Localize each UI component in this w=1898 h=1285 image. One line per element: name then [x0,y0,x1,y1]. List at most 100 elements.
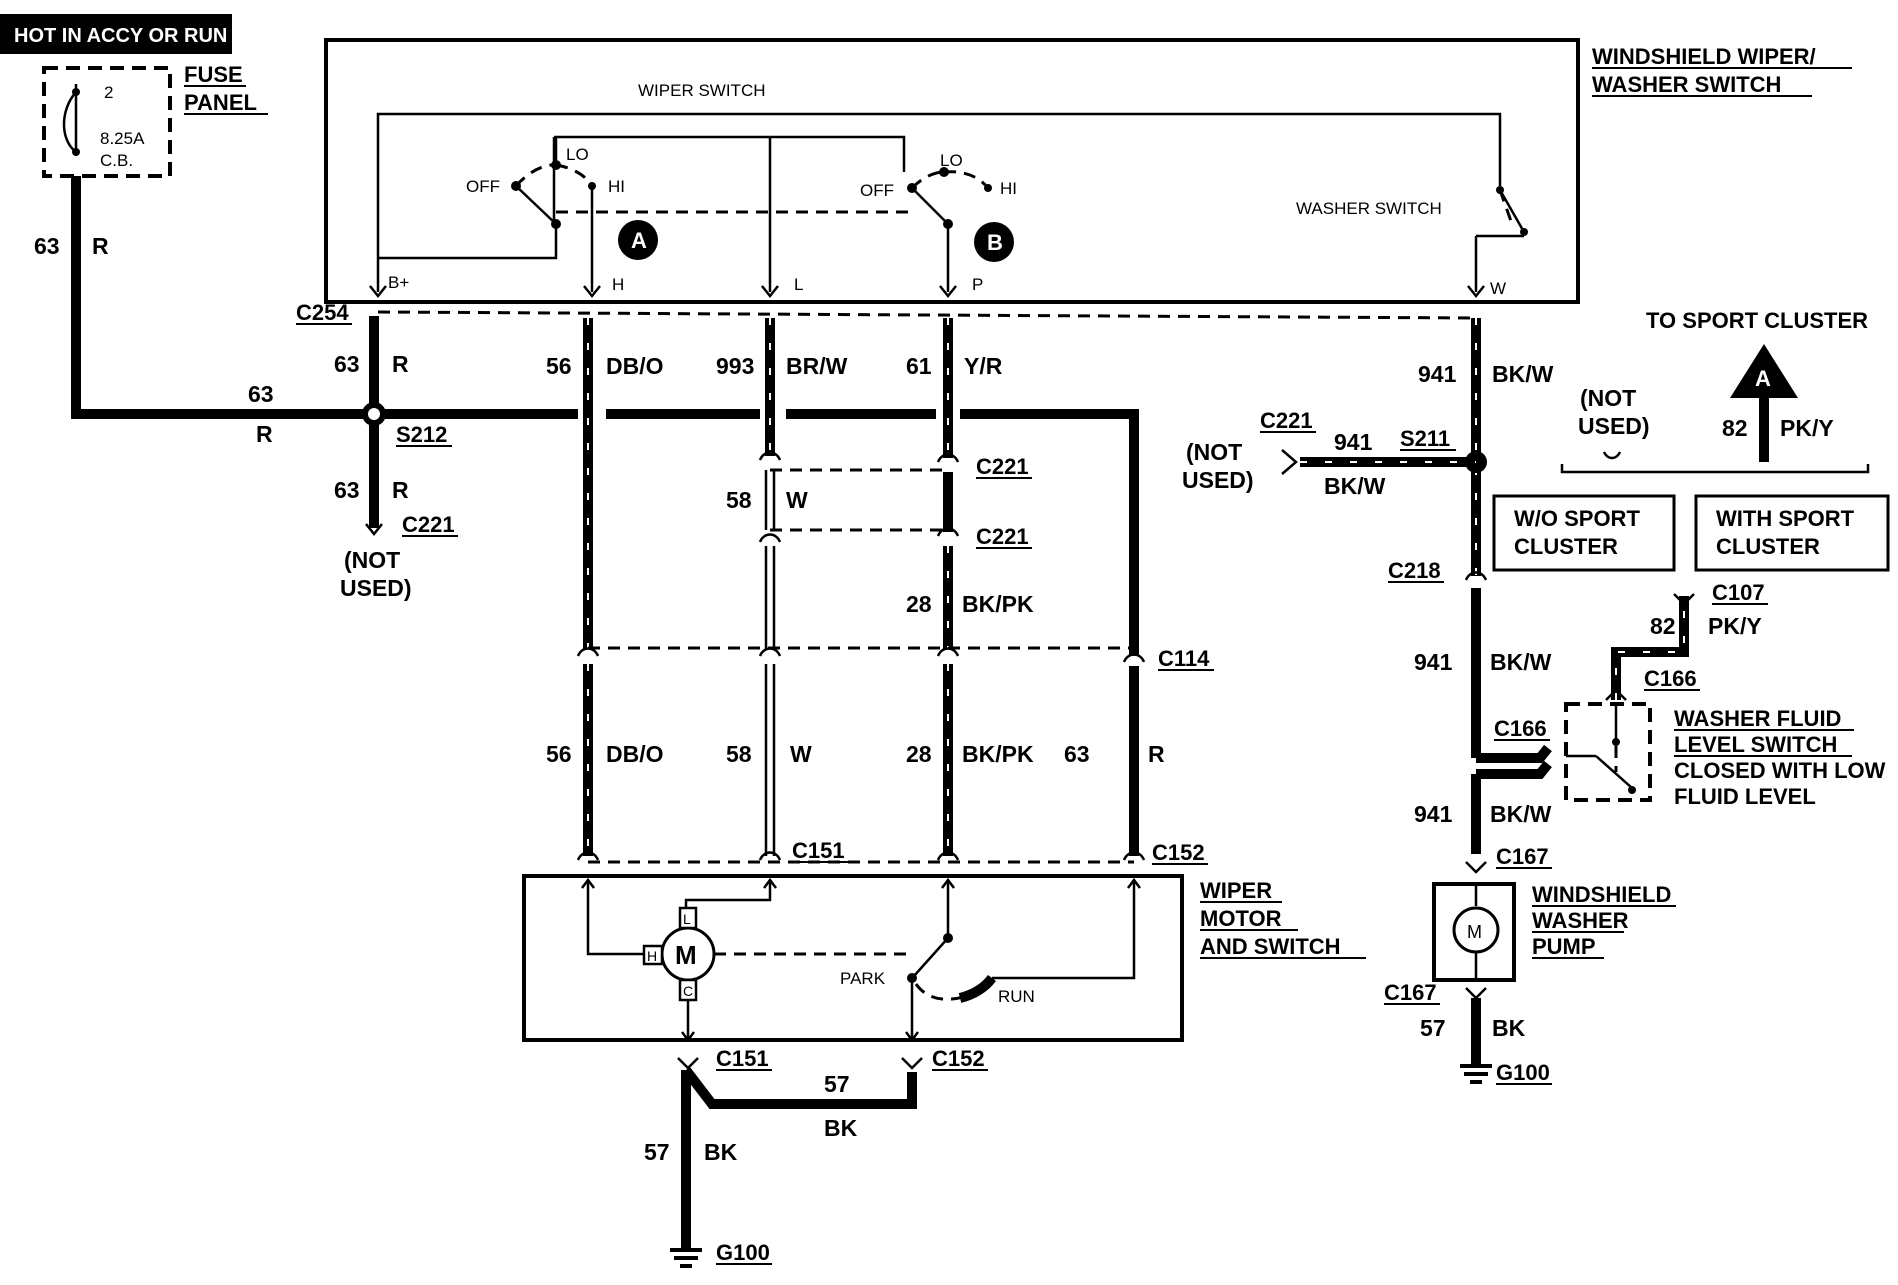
c152-label-top: C152 [1152,840,1208,865]
c221-label-left: C221 [402,512,458,537]
washer-switch-label: WASHER SWITCH [1296,199,1442,218]
svg-text:LEVEL SWITCH: LEVEL SWITCH [1674,732,1837,757]
c218-label: C218 [1388,558,1444,583]
svg-text:USED): USED) [1578,413,1650,439]
svg-text:BK: BK [824,1115,858,1141]
svg-text:C218: C218 [1388,558,1441,583]
svg-text:941: 941 [1414,801,1453,827]
with-sport-cluster-box: WITH SPORT CLUSTER [1694,494,1890,572]
svg-text:H: H [647,948,657,964]
svg-text:(NOT: (NOT [1186,439,1242,465]
svg-text:941: 941 [1418,361,1457,387]
svg-text:BK/W: BK/W [1492,361,1554,387]
fuse-panel: 2 8.25A C.B. [42,66,172,178]
svg-text:BK/W: BK/W [1490,649,1552,675]
svg-text:W: W [790,741,812,767]
svg-text:S211: S211 [1400,426,1450,451]
svg-text:C221: C221 [1260,408,1313,433]
svg-text:63: 63 [334,477,360,503]
svg-text:C167: C167 [1496,844,1549,869]
c152-label-bottom: C152 [932,1046,988,1071]
svg-text:WINDSHIELD: WINDSHIELD [1532,882,1671,907]
svg-text:C.B.: C.B. [100,151,133,170]
svg-text:CLOSED WITH LOW: CLOSED WITH LOW [1674,758,1886,783]
svg-text:C: C [683,983,693,999]
svg-text:28: 28 [906,741,932,767]
svg-text:W: W [1490,279,1506,298]
c167-label-bottom: C167 [1384,980,1440,1005]
wire-57-bk-jumper [682,1066,917,1109]
svg-text:BR/W: BR/W [786,353,848,379]
svg-text:2: 2 [104,83,113,102]
svg-text:941: 941 [1414,649,1453,675]
svg-text:C166: C166 [1494,716,1547,741]
svg-text:MOTOR: MOTOR [1200,906,1282,931]
svg-text:WINDSHIELD WIPER/: WINDSHIELD WIPER/ [1592,44,1816,69]
c107-label: C107 [1712,580,1768,605]
svg-text:A: A [631,228,647,253]
svg-text:OFF: OFF [860,181,894,200]
c114-label: C114 [1158,646,1214,671]
svg-text:B+: B+ [388,273,409,292]
svg-text:C151: C151 [716,1046,769,1071]
svg-text:PANEL: PANEL [184,90,257,115]
svg-text:BK/W: BK/W [1490,801,1552,827]
svg-text:63: 63 [334,351,360,377]
svg-text:USED): USED) [340,575,412,601]
svg-text:PUMP: PUMP [1532,934,1596,959]
c221-label-mid-1: C221 [976,454,1032,479]
svg-text:BK: BK [1492,1015,1526,1041]
svg-text:82: 82 [1650,613,1676,639]
svg-text:FUSE: FUSE [184,62,243,87]
svg-text:58: 58 [726,741,752,767]
svg-text:R: R [392,351,409,377]
svg-text:C114: C114 [1158,646,1210,671]
svg-text:R: R [256,421,273,447]
svg-text:WASHER SWITCH: WASHER SWITCH [1592,72,1781,97]
sport-option-bracket [1560,464,1870,474]
svg-text:DB/O: DB/O [606,741,664,767]
svg-text:63: 63 [34,233,60,259]
switch-a: OFF LO HI A [466,145,658,292]
svg-text:RUN: RUN [998,987,1035,1006]
sport-cluster-arrow-a: A [1730,344,1798,462]
wire-58-w-lower [764,664,776,856]
ground-symbol-left: G100 [670,1240,772,1268]
svg-text:G100: G100 [716,1240,770,1265]
svg-text:BK/PK: BK/PK [962,591,1034,617]
wiper-motor-symbol: M L H C [642,906,716,1002]
svg-text:58: 58 [726,487,752,513]
svg-text:M: M [675,940,697,970]
svg-text:HI: HI [608,177,625,196]
svg-text:C152: C152 [932,1046,985,1071]
s212-label: S212 [396,422,452,447]
c166-label-upper: C166 [1644,666,1700,691]
svg-text:W: W [786,487,808,513]
svg-text:C167: C167 [1384,980,1437,1005]
svg-text:CLUSTER: CLUSTER [1716,534,1820,559]
switch-b: OFF LO HI B [860,151,1017,292]
svg-text:L: L [683,911,691,927]
svg-text:C221: C221 [976,454,1029,479]
svg-text:C166: C166 [1644,666,1697,691]
c167-label-top: C167 [1496,844,1552,869]
svg-text:G100: G100 [1496,1060,1550,1085]
c151-label-top: C151 [792,838,848,863]
svg-text:C221: C221 [402,512,455,537]
svg-text:82: 82 [1722,415,1748,441]
c151-label-bottom: C151 [716,1046,772,1071]
svg-text:P: P [972,275,983,294]
svg-text:941: 941 [1334,429,1373,455]
svg-text:AND SWITCH: AND SWITCH [1200,934,1341,959]
svg-text:LO: LO [566,145,589,164]
svg-text:C107: C107 [1712,580,1765,605]
svg-text:LO: LO [940,151,963,170]
wire-63-r-horizontal [380,409,1139,656]
to-sport-cluster-label: TO SPORT CLUSTER [1646,308,1868,333]
windshield-wiper-washer-switch-title: WINDSHIELD WIPER/ WASHER SWITCH [1592,44,1852,97]
svg-text:R: R [92,233,109,259]
svg-text:S212: S212 [396,422,447,447]
c221-label-right: C221 [1260,408,1316,433]
svg-text:L: L [794,275,803,294]
